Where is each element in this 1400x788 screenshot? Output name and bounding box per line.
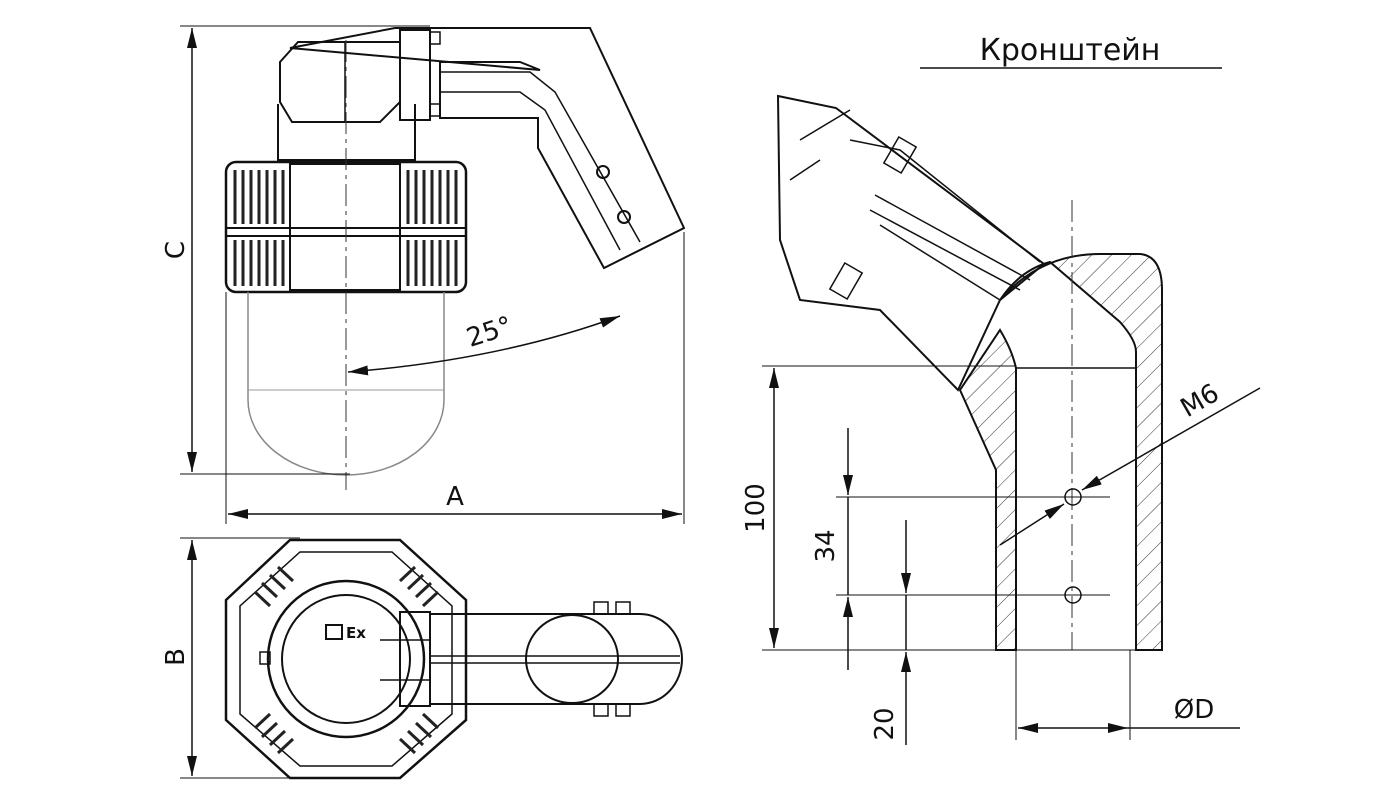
label-angle: 25°: [463, 311, 516, 354]
dimension-d: [1015, 650, 1240, 740]
thread-leader: [999, 387, 1261, 546]
dimension-c: [180, 25, 430, 475]
right-fins: [406, 170, 458, 286]
label-100: 100: [741, 483, 771, 533]
bracket-title: Кронштейн: [980, 33, 1161, 68]
side-view-luminaire: [224, 27, 686, 490]
bracket-sleeve-left: [958, 328, 1017, 651]
bracket-sleeve: [999, 253, 1163, 651]
bracket-detail: [776, 94, 1163, 651]
angle-arc: [347, 315, 621, 376]
logo-text: Ex: [346, 624, 366, 642]
dimension-b: [180, 537, 300, 779]
label-20: 20: [870, 707, 900, 740]
label-m6: M6: [1176, 378, 1225, 423]
dimension-a: [225, 232, 685, 524]
label-a: A: [446, 482, 464, 512]
label-c: C: [161, 241, 191, 259]
top-view-luminaire: Ex: [224, 538, 683, 780]
label-34: 34: [811, 529, 841, 562]
label-d: ØD: [1174, 695, 1215, 725]
bracket-arm: [289, 27, 686, 270]
left-fins: [233, 170, 285, 286]
dimension-34: [836, 428, 1110, 670]
dimension-100: [762, 365, 1162, 651]
top-fins: [253, 565, 440, 755]
label-b: B: [161, 648, 191, 666]
